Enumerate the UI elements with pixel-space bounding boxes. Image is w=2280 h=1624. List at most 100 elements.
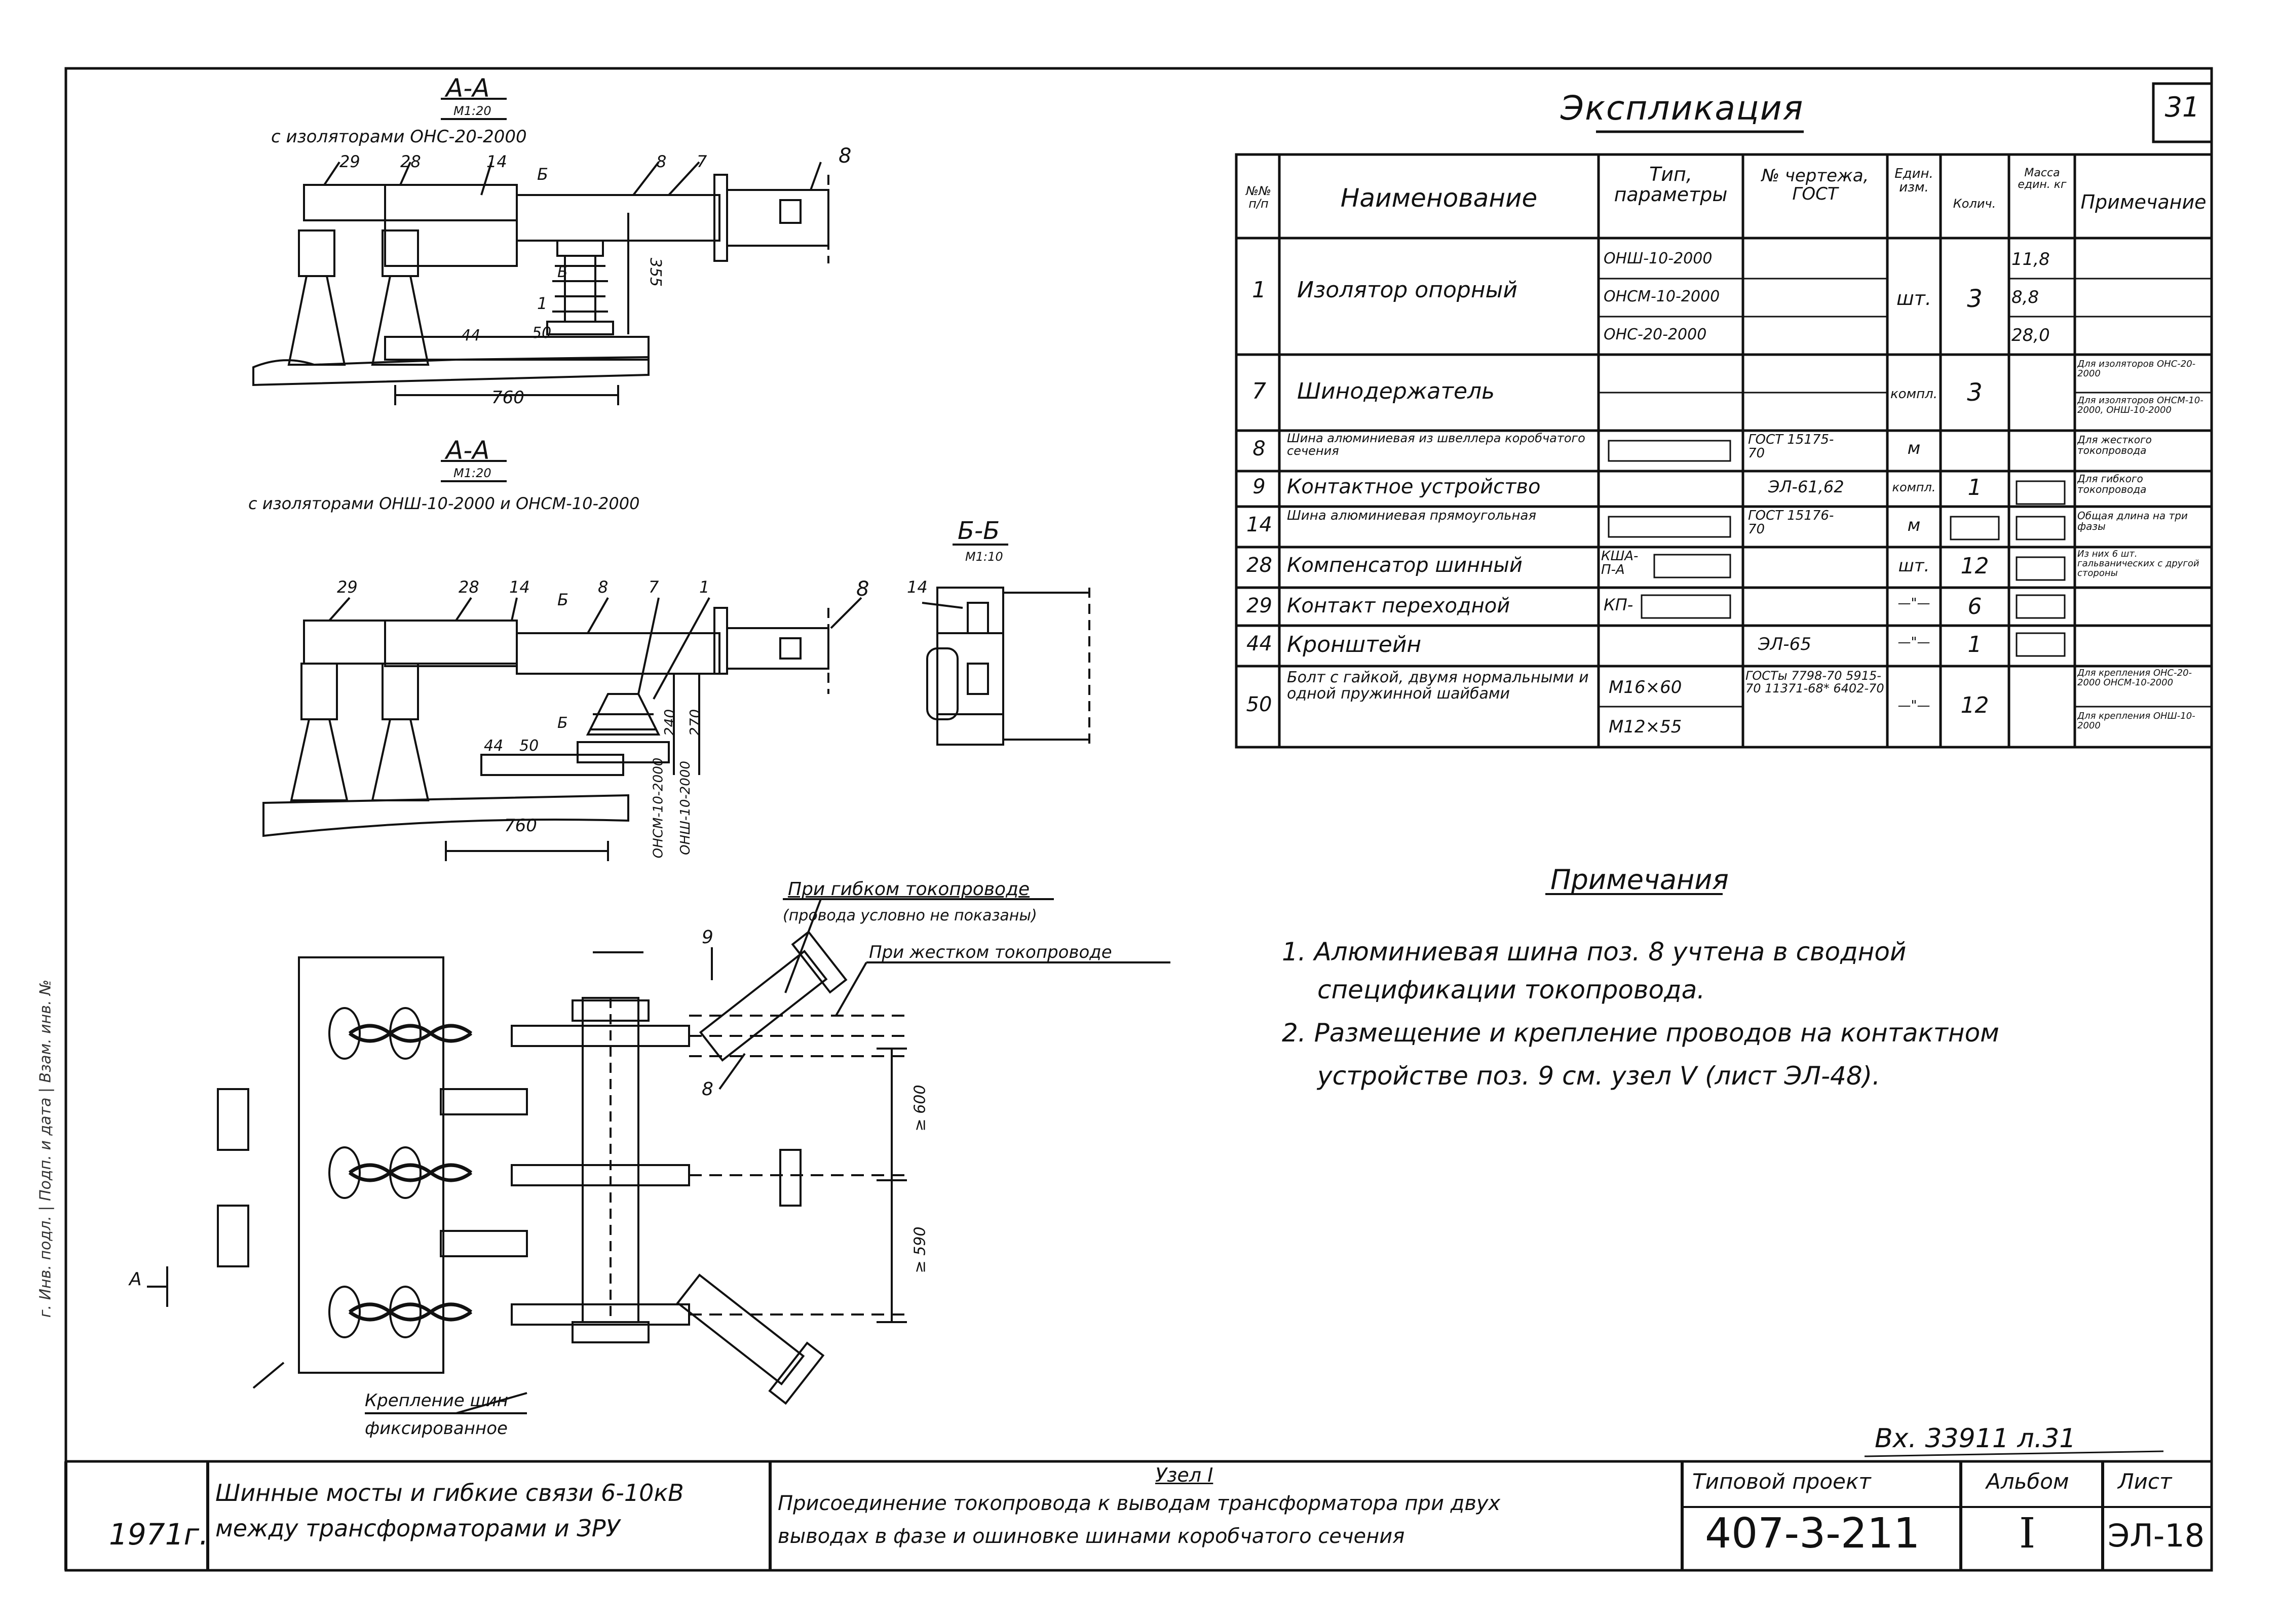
row-unit: —"— xyxy=(1897,636,1930,650)
row-unit: компл. xyxy=(1890,388,1938,402)
subject-line-2: между трансформаторами и ЗРУ xyxy=(215,1515,620,1542)
row-unit: шт. xyxy=(1896,289,1931,309)
plan-fix-label-2: фиксированное xyxy=(365,1418,508,1439)
callout: 8 xyxy=(656,152,667,171)
plan-flex-note: (провода условно не показаны) xyxy=(783,907,1037,924)
view-bb-scale: М1:10 xyxy=(965,550,1003,564)
plan-fix-label: Крепление шин xyxy=(365,1390,509,1411)
row-gost: ГОСТ 15176-70 xyxy=(1748,509,1834,537)
row-type: ОНШ-10-2000 xyxy=(1604,251,1713,267)
col-header: Масса един. кг xyxy=(2018,167,2067,191)
callout: 8 xyxy=(702,1079,713,1100)
dimension: 270 xyxy=(687,709,704,737)
row-name: Кронштейн xyxy=(1287,633,1422,657)
callout: 44 xyxy=(461,327,481,344)
plan-rigid-label: При жестком токопроводе xyxy=(869,942,1112,962)
row-type: ОНСМ-10-2000 xyxy=(1604,289,1720,305)
note-line: спецификации токопровода. xyxy=(1317,975,1705,1004)
row-qty: 12 xyxy=(1960,555,1989,578)
album-label: Альбом xyxy=(1986,1469,2069,1494)
col-header: Колич. xyxy=(1953,198,1996,211)
row-no: 28 xyxy=(1246,555,1272,576)
description-line-2: выводах в фазе и ошиновке шинами коробча… xyxy=(778,1525,1405,1548)
callout: 1 xyxy=(537,294,548,313)
view-bb xyxy=(922,544,1090,750)
vertical-label: ОНСМ-10-2000 xyxy=(651,757,666,859)
row-no: 29 xyxy=(1246,595,1272,616)
col-header: Един. изм. xyxy=(1894,167,1933,195)
title-block-grid xyxy=(64,1450,2212,1570)
row-note: Для крепления ОНШ-10-2000 xyxy=(2077,712,2195,731)
notes-title: Примечания xyxy=(1550,864,1729,896)
row-name: Контакт переходной xyxy=(1287,595,1510,616)
frame-side-text: г. Инв. подл. | Подп. и дата | Взам. инв… xyxy=(36,979,55,1318)
row-note: Для гибкого токопровода xyxy=(2077,474,2147,495)
row-name: Компенсатор шинный xyxy=(1287,555,1523,576)
callout: 28 xyxy=(400,152,421,171)
row-gost: ГОСТы 7798-70 5915-70 11371-68* 6402-70 xyxy=(1745,670,1884,695)
callout: Б xyxy=(557,263,568,281)
view-aa-2-title: А-А xyxy=(446,436,490,465)
row-name: Контактное устройство xyxy=(1287,476,1541,497)
callout: 7 xyxy=(697,152,707,171)
row-note: Для крепления ОНС-20-2000 ОНСМ-10-2000 xyxy=(2077,669,2192,688)
view-bb-title: Б-Б xyxy=(958,517,1000,545)
section-marker: A xyxy=(129,1269,142,1290)
dimension: 760 xyxy=(491,388,524,408)
callout: 29 xyxy=(337,577,358,597)
row-qty: 6 xyxy=(1967,595,1982,619)
dimension: ≥ 590 xyxy=(911,1226,929,1273)
plan-view xyxy=(147,898,1170,1414)
callout: 50 xyxy=(519,737,539,755)
row-gost: ЭЛ-65 xyxy=(1758,636,1811,654)
callout: 14 xyxy=(509,577,530,597)
project-number: 407-3-211 xyxy=(1705,1510,1920,1558)
sheet-label: Лист xyxy=(2118,1469,2172,1494)
row-type: КША-П-А xyxy=(1601,550,1639,577)
view-aa-2-subtitle: с изоляторами ОНШ-10-2000 и ОНСМ-10-2000 xyxy=(248,494,640,513)
note-line: 2. Размещение и крепление проводов на ко… xyxy=(1282,1018,1999,1048)
row-no: 14 xyxy=(1246,514,1272,535)
sheet-number-box xyxy=(2152,82,2213,143)
row-name: Шинодержатель xyxy=(1297,380,1495,404)
sheet-code: ЭЛ-18 xyxy=(2108,1517,2205,1554)
row-gost: ГОСТ 15175-70 xyxy=(1748,433,1834,461)
explication-grid xyxy=(1235,130,2213,749)
callout: 28 xyxy=(459,577,479,597)
row-type: М12×55 xyxy=(1609,718,1682,737)
row-name: Шина алюминиевая из швеллера коробчатого… xyxy=(1287,432,1585,458)
callout: Б xyxy=(557,590,568,609)
sheet-frame xyxy=(64,67,2213,1572)
col-header: Наименование xyxy=(1340,185,1538,212)
callout: 14 xyxy=(907,577,928,597)
row-qty: 1 xyxy=(1967,633,1982,657)
col-header: № чертежа, ГОСТ xyxy=(1761,167,1869,204)
row-note: Для изоляторов ОНСМ-10-2000, ОНШ-10-2000 xyxy=(2077,396,2203,415)
row-qty: 1 xyxy=(1967,476,1982,500)
row-unit: шт. xyxy=(1898,557,1930,575)
row-unit: м xyxy=(1907,517,1921,535)
note-line: 1. Алюминиевая шина поз. 8 учтена в свод… xyxy=(1282,937,1907,966)
callout: Б xyxy=(537,165,548,184)
row-unit: —"— xyxy=(1897,699,1930,713)
row-no: 44 xyxy=(1246,633,1272,654)
callout: 50 xyxy=(532,324,552,342)
album-number: I xyxy=(2019,1510,2036,1558)
callout: 8 xyxy=(598,577,609,597)
callout: 29 xyxy=(339,152,360,171)
callout: 9 xyxy=(702,927,713,948)
row-type: ОНС-20-2000 xyxy=(1604,327,1707,343)
row-note: Из них 6 шт. гальванических с другой сто… xyxy=(2077,550,2199,578)
row-note: Для жесткого токопровода xyxy=(2077,435,2152,456)
vertical-label: ОНШ-10-2000 xyxy=(677,761,693,855)
archive-ref: Вх. 33911 л.31 xyxy=(1875,1423,2076,1454)
dimension: 355 xyxy=(647,257,665,287)
dimension: 240 xyxy=(661,709,678,737)
description-line-1: Присоединение токопровода к выводам тран… xyxy=(778,1492,1501,1515)
row-no: 1 xyxy=(1252,279,1266,302)
plan-flex-label: При гибком токопроводе xyxy=(788,879,1030,900)
row-qty: 12 xyxy=(1960,694,1989,718)
view-aa-1-title: А-А xyxy=(446,73,490,103)
row-qty: 3 xyxy=(1967,286,1983,312)
